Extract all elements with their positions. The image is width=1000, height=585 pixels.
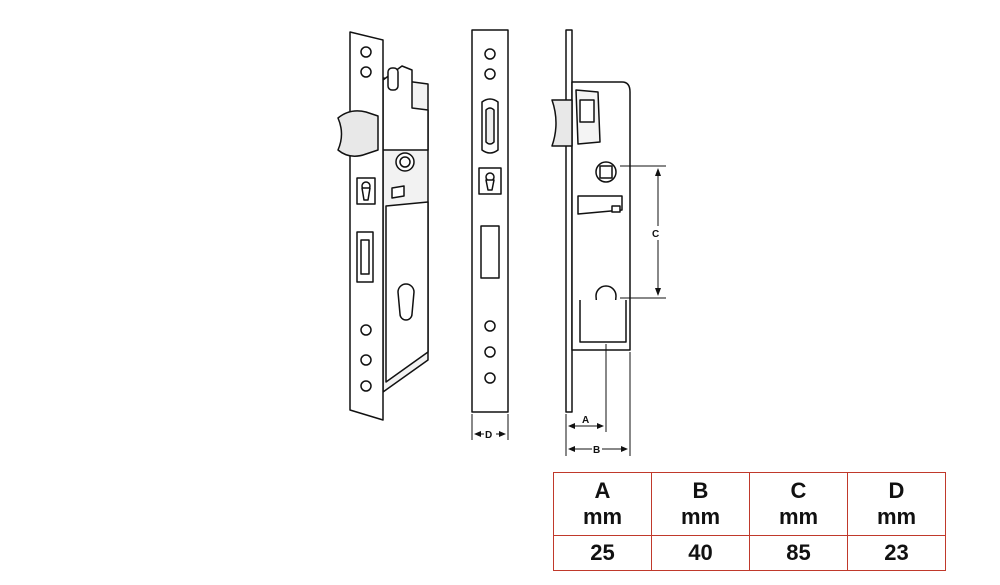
header-a-letter: A: [594, 478, 611, 503]
label-d: D: [485, 430, 492, 441]
label-b: B: [593, 445, 600, 456]
value-c: 85: [749, 535, 848, 571]
value-a: 25: [553, 535, 652, 571]
side-latch: [551, 99, 573, 147]
side-lock-view: [551, 29, 631, 413]
header-d-letter: D: [888, 478, 905, 503]
side-case: [571, 81, 631, 351]
header-d: D mm: [847, 472, 946, 536]
front-faceplate-view: [471, 29, 509, 413]
cylinder-hole: [397, 283, 415, 321]
table-row: 25 40 85 23: [553, 535, 946, 571]
header-b-letter: B: [692, 478, 709, 503]
header-c-unit: mm: [778, 504, 819, 529]
header-c-letter: C: [790, 478, 807, 503]
value-b: 40: [651, 535, 750, 571]
table-header-row: A mm B mm C mm D mm: [553, 472, 946, 536]
header-a-unit: mm: [582, 504, 623, 529]
header-b-unit: mm: [680, 504, 721, 529]
front-bolt-window: [480, 225, 500, 279]
header-b: B mm: [651, 472, 750, 536]
header-c: C mm: [749, 472, 848, 536]
header-d-unit: mm: [876, 504, 917, 529]
value-d: 23: [847, 535, 946, 571]
label-a: A: [582, 415, 589, 426]
label-c: C: [652, 229, 659, 240]
header-a: A mm: [553, 472, 652, 536]
isometric-lock-view: [337, 31, 429, 421]
dimensions-table: A mm B mm C mm D mm 25 40 85 23: [553, 472, 946, 571]
latch: [337, 110, 379, 157]
